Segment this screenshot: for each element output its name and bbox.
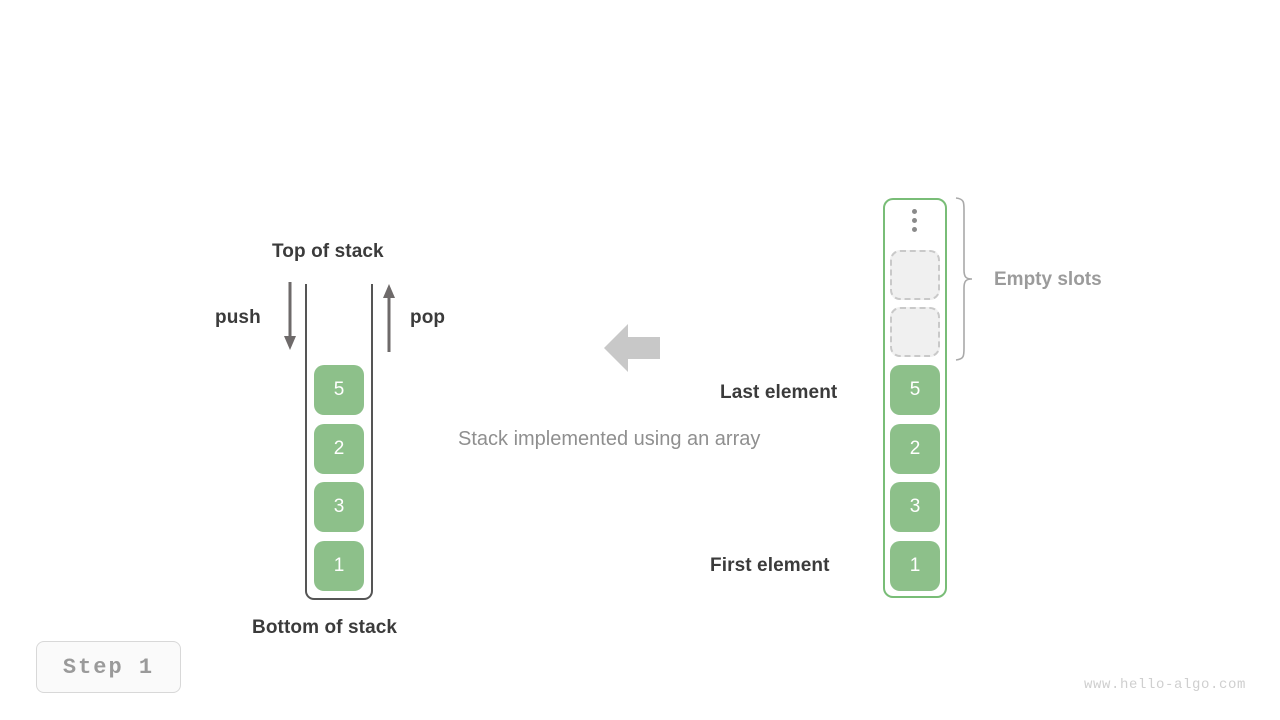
array-element: 1 [890,541,940,591]
stack-element: 5 [314,365,364,415]
array-element: 5 [890,365,940,415]
step-badge: Step 1 [36,641,181,693]
array-element: 3 [890,482,940,532]
vertical-ellipsis-icon [909,209,919,237]
array-empty-slot [890,250,940,300]
stack-element: 1 [314,541,364,591]
arrow-up-icon [383,284,395,352]
stack-element: 2 [314,424,364,474]
array-element: 2 [890,424,940,474]
pop-label: pop [410,307,446,328]
first-element-label: First element [710,555,830,576]
diagram-caption: Stack implemented using an array [458,428,761,450]
stack-container [305,284,373,600]
bottom-of-stack-label: Bottom of stack [252,617,398,638]
empty-slots-label: Empty slots [994,269,1102,290]
curly-brace-icon [955,197,973,361]
array-empty-slot [890,307,940,357]
arrow-left-icon [604,324,660,372]
arrow-down-icon [284,282,296,350]
stack-element: 3 [314,482,364,532]
last-element-label: Last element [720,382,838,403]
top-of-stack-label: Top of stack [272,241,384,262]
watermark: www.hello-algo.com [1083,677,1246,693]
push-label: push [215,307,261,328]
